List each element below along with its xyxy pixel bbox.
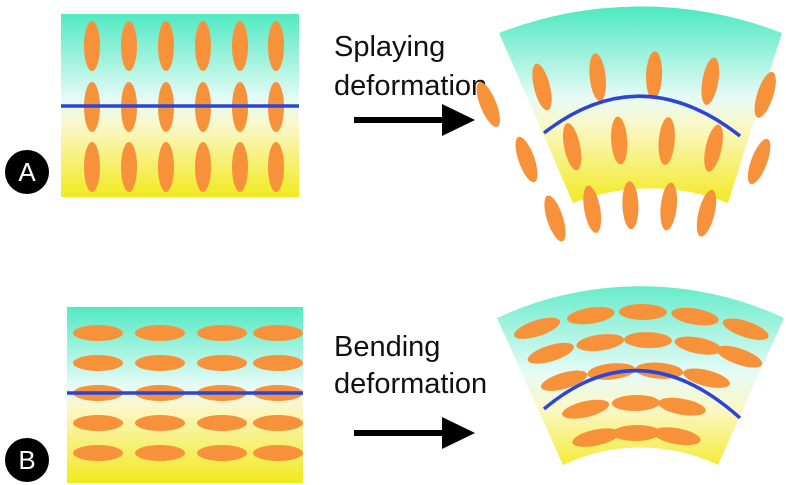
molecule xyxy=(567,307,615,325)
molecule xyxy=(653,427,701,446)
molecule xyxy=(135,355,185,371)
molecule xyxy=(514,317,561,339)
molecule xyxy=(671,307,719,326)
panel-a-badge-circle xyxy=(5,150,49,194)
panel-a: A Splaying deformation xyxy=(5,6,782,242)
molecule xyxy=(135,445,185,461)
molecule xyxy=(73,445,123,461)
molecule xyxy=(195,21,211,71)
molecule xyxy=(253,445,303,461)
molecule xyxy=(541,370,588,391)
molecule xyxy=(563,123,582,171)
molecule xyxy=(197,445,247,461)
molecule xyxy=(253,325,303,341)
panel-a-label-line1: Splaying xyxy=(334,31,445,63)
molecule xyxy=(532,63,552,111)
panel-b-molecules-undeformed xyxy=(73,325,303,461)
panel-a-badge-letter: A xyxy=(18,157,36,187)
molecule xyxy=(646,51,663,100)
molecule xyxy=(618,303,667,321)
molecule xyxy=(197,355,247,371)
molecule xyxy=(660,182,678,231)
molecule xyxy=(589,53,607,102)
panel-a-molecules-undeformed xyxy=(84,21,284,192)
molecule xyxy=(544,195,566,242)
molecule xyxy=(674,336,722,355)
panel-b: B Bending deformation xyxy=(5,286,784,483)
molecule xyxy=(624,332,672,349)
molecule xyxy=(253,415,303,431)
molecule xyxy=(527,342,574,364)
molecule xyxy=(562,399,610,419)
molecule xyxy=(195,142,211,192)
panel-b-badge-circle xyxy=(5,438,49,482)
molecule xyxy=(73,355,123,371)
molecule xyxy=(197,325,247,341)
molecule xyxy=(73,325,123,341)
molecule xyxy=(121,21,137,71)
molecule xyxy=(253,355,303,371)
panel-b-arrow xyxy=(354,417,475,449)
panel-a-arrow xyxy=(354,104,475,136)
molecule xyxy=(197,415,247,431)
molecule xyxy=(476,82,500,127)
molecule xyxy=(704,124,723,172)
molecule xyxy=(268,142,284,192)
panel-b-badge-letter: B xyxy=(18,445,35,475)
panel-a-arrow-head xyxy=(442,104,475,136)
molecule xyxy=(515,136,538,183)
panel-a-badge: A xyxy=(5,150,49,194)
molecule xyxy=(135,415,185,431)
molecule xyxy=(658,117,675,165)
molecule xyxy=(232,142,248,192)
molecule xyxy=(232,21,248,71)
molecule xyxy=(73,415,123,431)
panel-b-slab-bent xyxy=(497,286,784,465)
molecule xyxy=(696,189,717,237)
molecule xyxy=(701,57,720,105)
panel-b-arrow-head xyxy=(442,417,475,449)
panel-a-molecules-splayed xyxy=(476,51,776,242)
molecule xyxy=(622,181,639,230)
molecule xyxy=(572,428,620,447)
panel-b-badge: B xyxy=(5,438,49,482)
panel-a-director-curve xyxy=(542,94,742,138)
molecule xyxy=(84,142,100,192)
panel-b-label-line1: Bending xyxy=(334,331,440,363)
panel-b-molecules-bent xyxy=(514,303,769,447)
molecule xyxy=(754,71,776,118)
molecule xyxy=(121,142,137,192)
molecule xyxy=(658,397,706,416)
molecule xyxy=(611,116,628,165)
molecule xyxy=(158,142,174,192)
molecule xyxy=(583,185,602,233)
molecule xyxy=(612,424,661,442)
panel-b-director-curve xyxy=(542,369,742,420)
molecule xyxy=(576,334,625,352)
molecule xyxy=(747,138,771,185)
panel-a-label-line2: deformation xyxy=(334,70,487,102)
molecule xyxy=(84,21,100,71)
molecule xyxy=(158,21,174,71)
molecule xyxy=(683,368,730,388)
molecule xyxy=(268,21,284,71)
panel-b-label-line2: deformation xyxy=(334,368,487,400)
molecule xyxy=(716,345,763,368)
molecule xyxy=(611,394,660,412)
molecule xyxy=(135,325,185,341)
molecule xyxy=(722,318,769,340)
